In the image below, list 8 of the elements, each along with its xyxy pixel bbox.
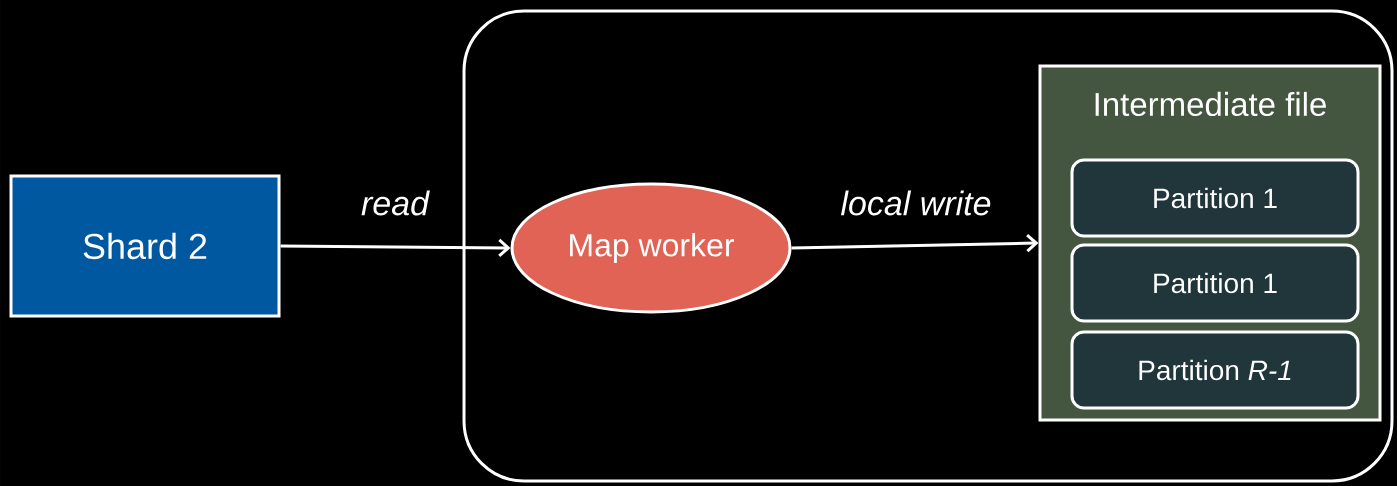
- partition-box: Partition 1: [1070, 158, 1360, 238]
- edge-label: local write: [839, 189, 993, 217]
- partition-box: Partition 1: [1070, 243, 1360, 323]
- arrow: [280, 238, 511, 258]
- shard-box: Shard 2: [9, 174, 281, 318]
- arrow: [791, 234, 1039, 253]
- edge-label: read: [360, 189, 431, 217]
- partition-box: Partition R-1: [1070, 330, 1360, 410]
